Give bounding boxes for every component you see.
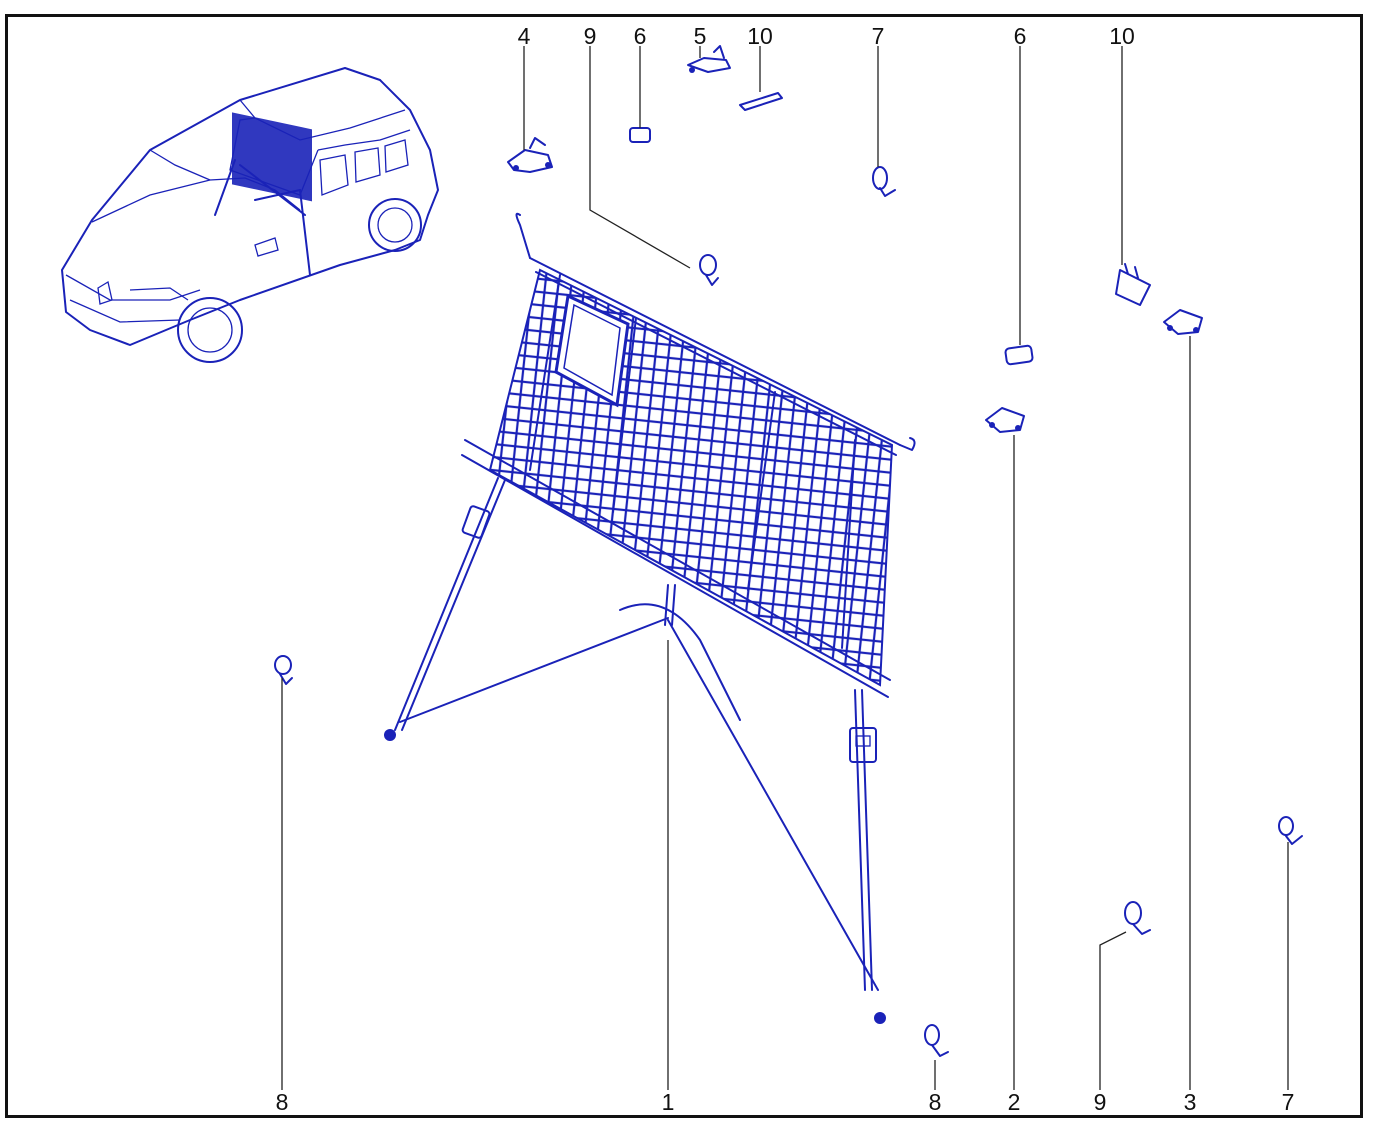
callout-6-right: 6	[1014, 23, 1027, 49]
luggage-net-icon	[384, 212, 916, 1024]
callout-5-top: 5	[694, 23, 707, 49]
callout-8-bottom: 8	[929, 1089, 942, 1115]
callout-10-right: 10	[1109, 23, 1135, 49]
callout-2-bottom: 2	[1008, 1089, 1021, 1115]
vehicle-overview-icon	[61, 67, 439, 363]
clip-icon	[629, 45, 783, 143]
callout-1-bottom: 1	[662, 1089, 675, 1115]
callout-10-top: 10	[747, 23, 773, 49]
callout-7-bottom: 7	[1282, 1089, 1295, 1115]
diagram-frame	[5, 14, 1363, 1118]
anchor-ring-icon	[274, 166, 1303, 1057]
leader-lines	[281, 46, 1289, 1090]
callout-7-top: 7	[872, 23, 885, 49]
callout-4-top: 4	[518, 23, 531, 49]
callout-8-bottom-left: 8	[276, 1089, 289, 1115]
callout-6-top: 6	[634, 23, 647, 49]
mounting-bracket-icon	[507, 137, 553, 173]
callout-9-bottom: 9	[1094, 1089, 1107, 1115]
right-brackets	[985, 263, 1203, 433]
callout-labels: 4 9 6 5 10 7 6 10 8 1 8 2 9 3 7	[276, 23, 1295, 1115]
callout-3-bottom: 3	[1184, 1089, 1197, 1115]
callout-9-top: 9	[584, 23, 597, 49]
